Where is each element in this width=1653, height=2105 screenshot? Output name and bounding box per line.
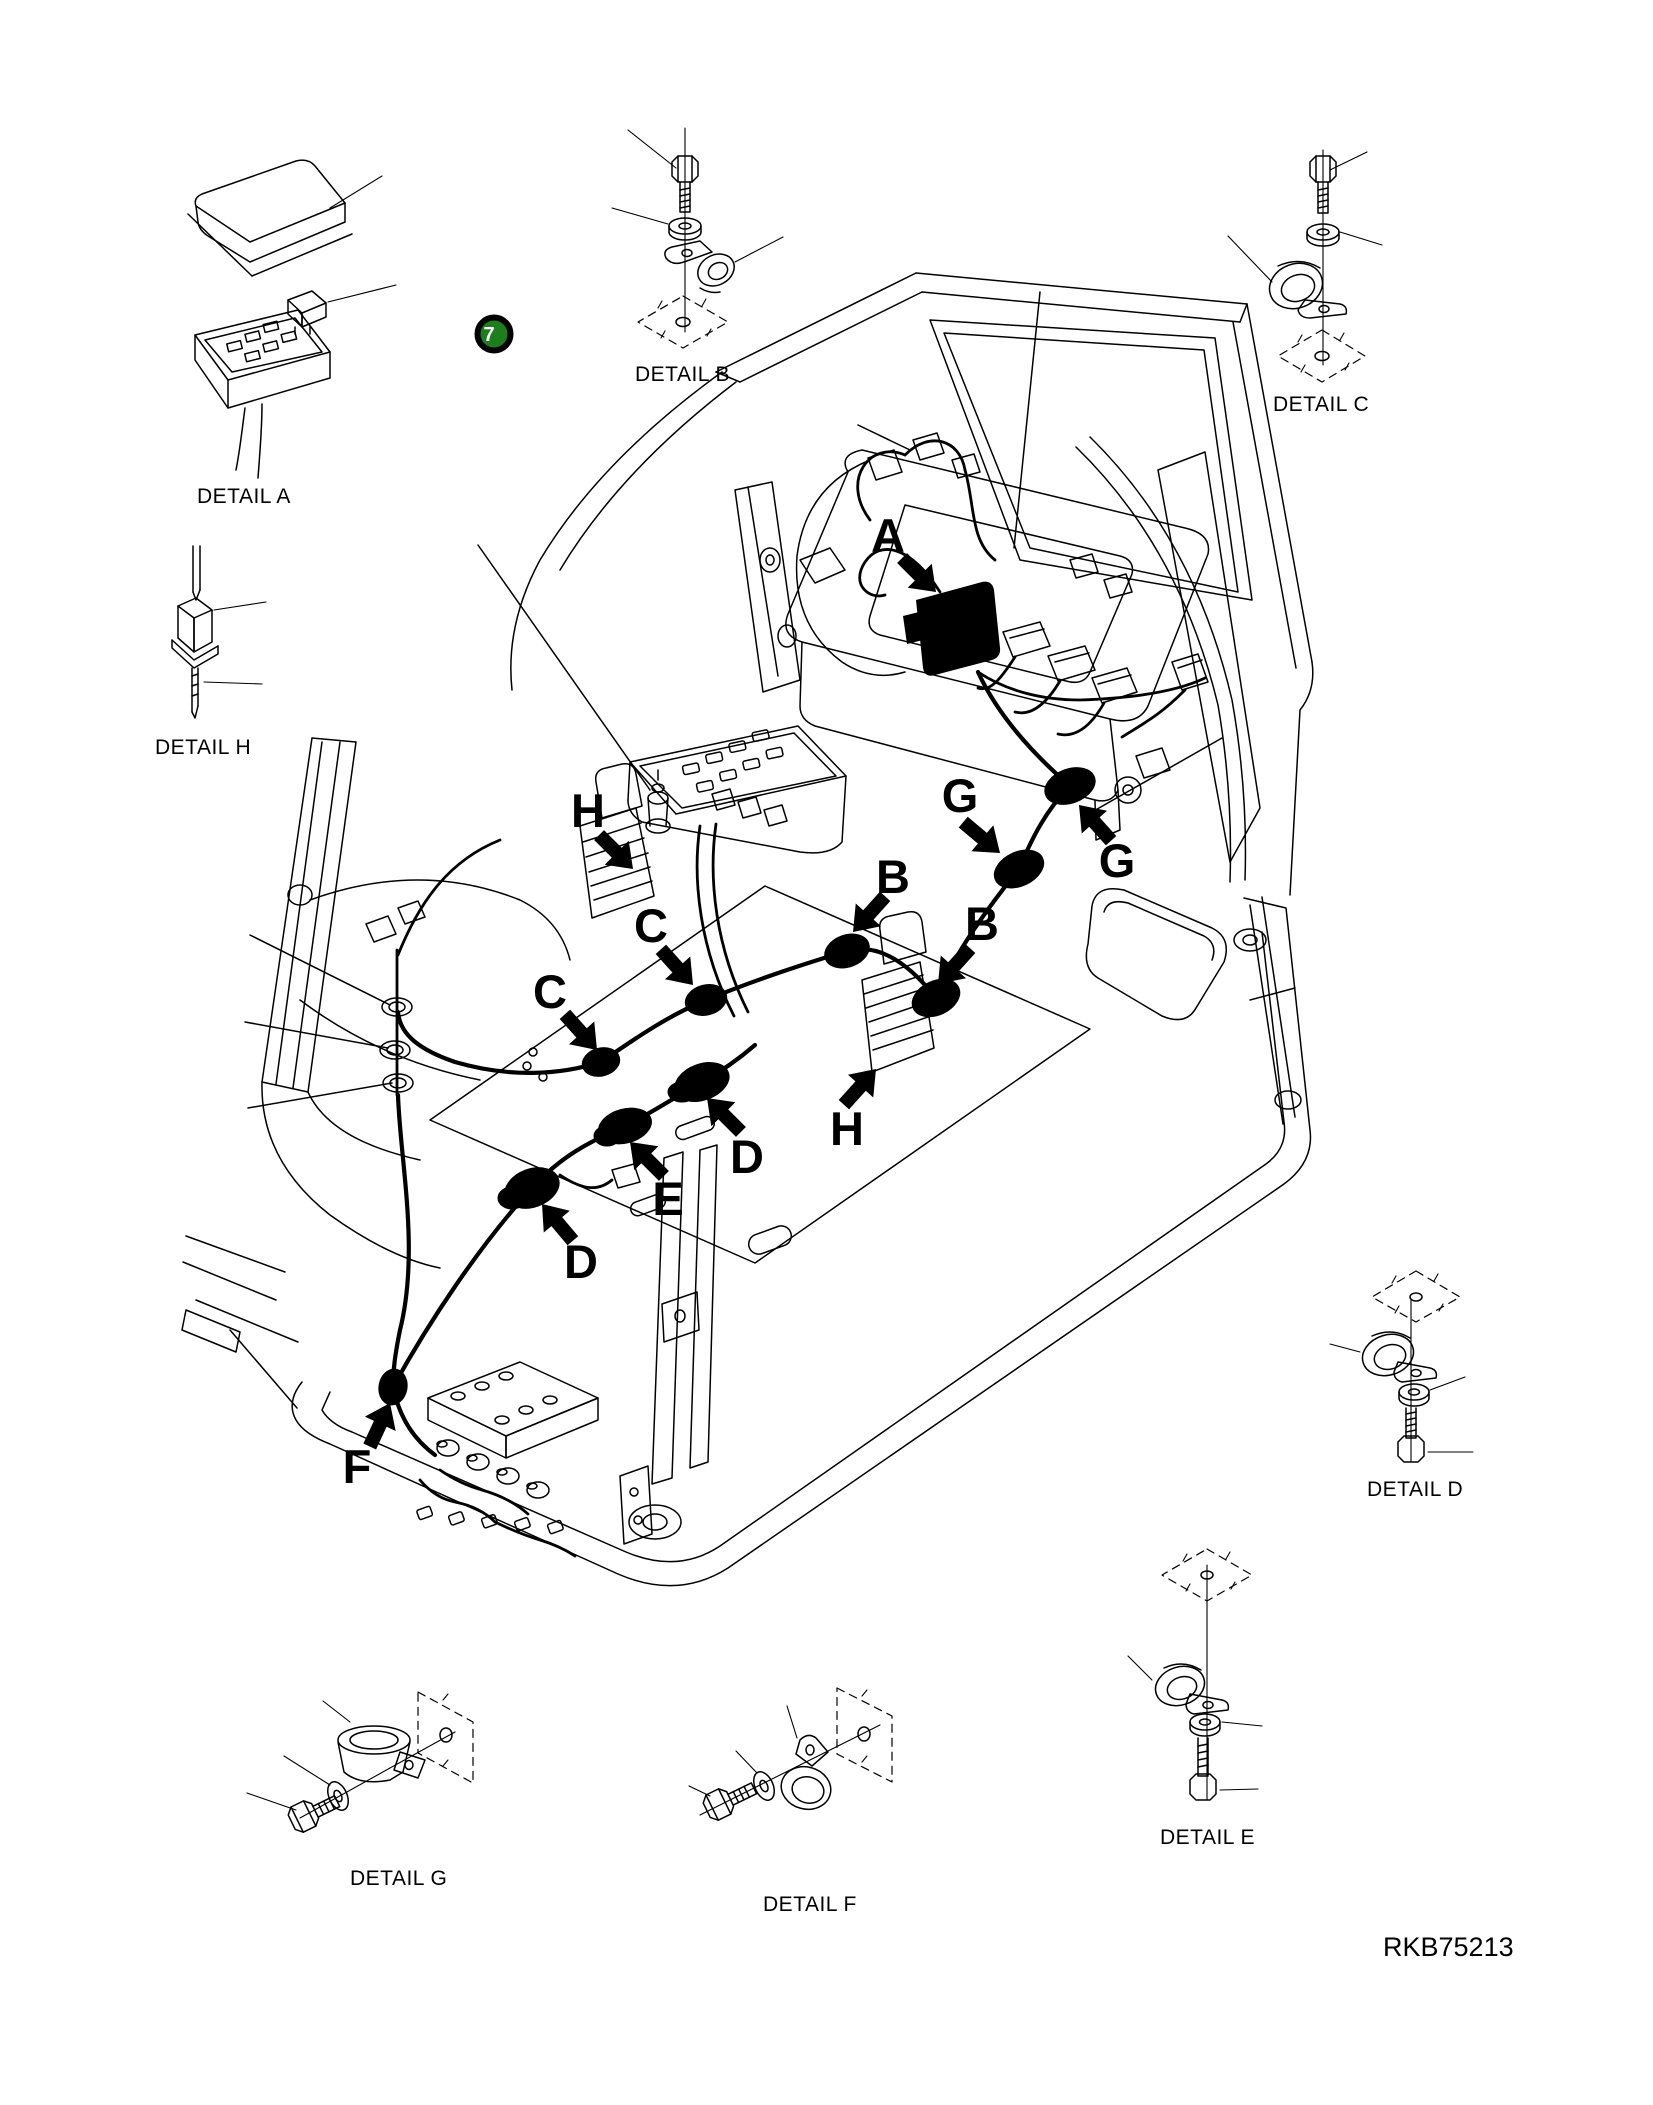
clamp-B1 [824, 933, 870, 969]
bolt [1309, 155, 1337, 214]
leader [329, 175, 383, 209]
callout-A: A [871, 509, 949, 605]
detail-g-caption: DETAIL G [350, 1867, 447, 1890]
callout-F: F [343, 1395, 406, 1493]
clamp-C2 [581, 1047, 621, 1077]
callout-B2: B [925, 897, 999, 996]
svg-text:F: F [343, 1440, 372, 1493]
detail-inset-f: DETAIL F [688, 1687, 893, 1916]
part-number-badge: 7 [474, 314, 514, 354]
clamp-E [593, 1107, 652, 1147]
svg-text:H: H [571, 784, 605, 837]
mount-plane [637, 295, 729, 349]
clamp-B2 [911, 978, 961, 1018]
bolt [1397, 1407, 1425, 1463]
fuse-box-cover [187, 159, 353, 277]
detail-inset-a: DETAIL A [187, 159, 397, 508]
machine-line-art [181, 272, 1314, 1587]
washer [1189, 1713, 1221, 1737]
callout-G2: G [1066, 793, 1135, 887]
callout-C2: C [533, 965, 610, 1062]
mount-plane [1277, 329, 1366, 383]
callout-D2: D [528, 1193, 598, 1288]
detail-inset-b: DETAIL B [611, 127, 784, 386]
washer [327, 1781, 349, 1811]
badge-number: 7 [483, 324, 494, 346]
controller-black-box [916, 581, 1001, 676]
wire-terminal [171, 545, 219, 669]
svg-text:C: C [634, 899, 668, 952]
valve-manifold [416, 1361, 599, 1558]
callout-C1: C [634, 899, 706, 997]
detail-f-caption: DETAIL F [763, 1893, 857, 1916]
detail-d-caption: DETAIL D [1367, 1478, 1463, 1501]
washer [1398, 1383, 1430, 1407]
travel-levers [619, 1144, 718, 1545]
clamp-D2 [497, 1167, 560, 1210]
clamp [337, 1725, 426, 1783]
detail-inset-h: DETAIL H [155, 545, 267, 759]
clamp-G2 [993, 849, 1045, 889]
badge-circle [474, 314, 514, 354]
detail-h-caption: DETAIL H [155, 736, 251, 759]
svg-text:A: A [871, 509, 905, 562]
detail-e-caption: DETAIL E [1160, 1826, 1255, 1849]
clamp-C1 [684, 984, 728, 1016]
mount-plane [1371, 1270, 1461, 1323]
clamp-G1 [1044, 767, 1096, 805]
leader [327, 284, 397, 303]
harness-clamps [378, 767, 1096, 1406]
detail-inset-c: DETAIL C [1227, 149, 1383, 416]
svg-text:B: B [965, 897, 999, 950]
mount-plane [1161, 1548, 1253, 1602]
clamp [1154, 1663, 1230, 1715]
left-console [579, 725, 847, 1018]
clamp-F [378, 1368, 408, 1406]
svg-text:D: D [730, 1130, 764, 1183]
detail-a-caption: DETAIL A [197, 485, 291, 508]
washer [753, 1771, 775, 1801]
mount-plane [836, 1687, 893, 1783]
grommet-rings [365, 838, 502, 1097]
detail-inset-g: DETAIL G [246, 1691, 474, 1890]
bolt [1189, 1737, 1217, 1801]
relay [287, 290, 327, 335]
cab-roof-frame [510, 272, 1314, 896]
callout-D1: D [694, 1085, 764, 1183]
svg-text:D: D [564, 1235, 598, 1288]
terminal-pin [191, 667, 199, 719]
clamp [1268, 260, 1348, 319]
svg-text:E: E [652, 1172, 683, 1225]
svg-text:G: G [942, 769, 979, 822]
clamp [664, 240, 735, 294]
callout-H1: H [571, 784, 646, 882]
deck-harness [856, 432, 1207, 804]
clamp [780, 1734, 832, 1811]
callout-H2: H [830, 1057, 889, 1155]
drawing-number: RKB75213 [1383, 1932, 1514, 1962]
svg-text:H: H [830, 1102, 864, 1155]
detail-inset-d: DETAIL D [1329, 1270, 1474, 1501]
floor-plate [429, 885, 1091, 1264]
callout-G1: G [942, 769, 1011, 867]
right-console [861, 888, 1227, 1073]
fuse-box [194, 309, 331, 479]
bolt [671, 155, 699, 213]
base-frame [291, 896, 1312, 1587]
callouts: A B B C C D D E [343, 509, 1136, 1493]
leader-lines [229, 291, 1223, 1409]
left-pillar [181, 737, 571, 1353]
callout-B1: B [840, 850, 910, 944]
bolt [702, 1782, 758, 1821]
detail-c-caption: DETAIL C [1273, 393, 1369, 416]
svg-text:C: C [533, 965, 567, 1018]
washer [1306, 223, 1340, 247]
mount-plane [417, 1691, 474, 1784]
clamp-D1 [667, 1062, 730, 1103]
callout-E: E [617, 1129, 684, 1225]
clamp [1361, 1331, 1438, 1383]
washer [668, 217, 702, 241]
detail-b-caption: DETAIL B [635, 363, 730, 386]
detail-inset-e: DETAIL E [1127, 1548, 1263, 1849]
